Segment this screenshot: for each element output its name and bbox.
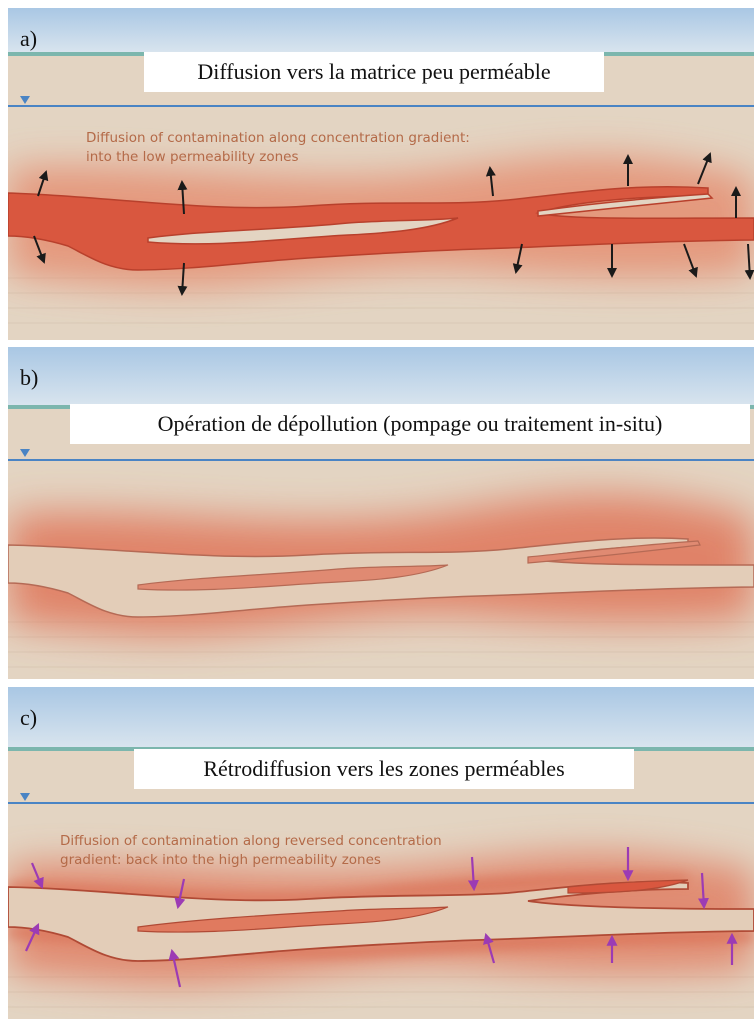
panel-a: a) Diffusion vers la matrice peu perméab… [8,8,754,340]
panel-b-illustration [8,347,754,679]
annotation-line: Diffusion of contamination along concent… [86,129,470,148]
panel-title: Rétrodiffusion vers les zones perméables [134,749,634,789]
panel-label: c) [20,705,37,731]
sky [8,347,754,405]
annotation-line: into the low permeability zones [86,148,470,167]
panel-label: b) [20,365,38,391]
panel-title: Opération de dépollution (pompage ou tra… [70,404,750,444]
panel-label: a) [20,26,37,52]
annotation-line: Diffusion of contamination along reverse… [60,832,442,851]
panel-c: c) Rétrodiffusion vers les zones perméab… [8,687,754,1019]
annotation-text: Diffusion of contamination along reverse… [60,832,442,870]
sky [8,8,754,52]
panel-title: Diffusion vers la matrice peu perméable [144,52,604,92]
panel-b: b) Opération de dépollution (pompage ou … [8,347,754,679]
sky [8,687,754,747]
annotation-text: Diffusion of contamination along concent… [86,129,470,167]
annotation-line: gradient: back into the high permeabilit… [60,851,442,870]
